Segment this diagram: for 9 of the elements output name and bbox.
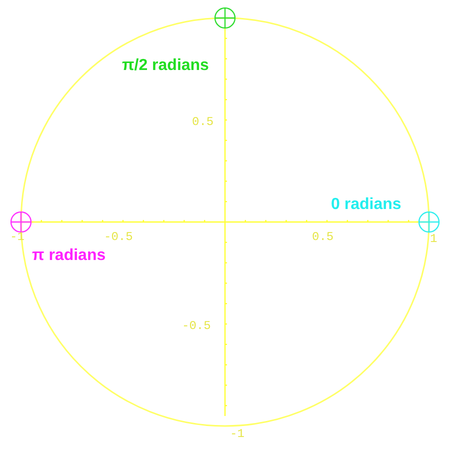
tick-label: -0.5 xyxy=(104,231,133,243)
tick-label: -0.5 xyxy=(182,320,211,332)
angle-label: π radians xyxy=(32,248,106,264)
tick-label: -1 xyxy=(230,428,244,440)
tick-label: 0.5 xyxy=(312,231,334,243)
tick-label: 1 xyxy=(430,233,438,245)
angle-label: π/2 radians xyxy=(122,58,209,74)
tick-label: 0.5 xyxy=(192,116,214,128)
angle-label: 0 radians xyxy=(331,197,402,213)
